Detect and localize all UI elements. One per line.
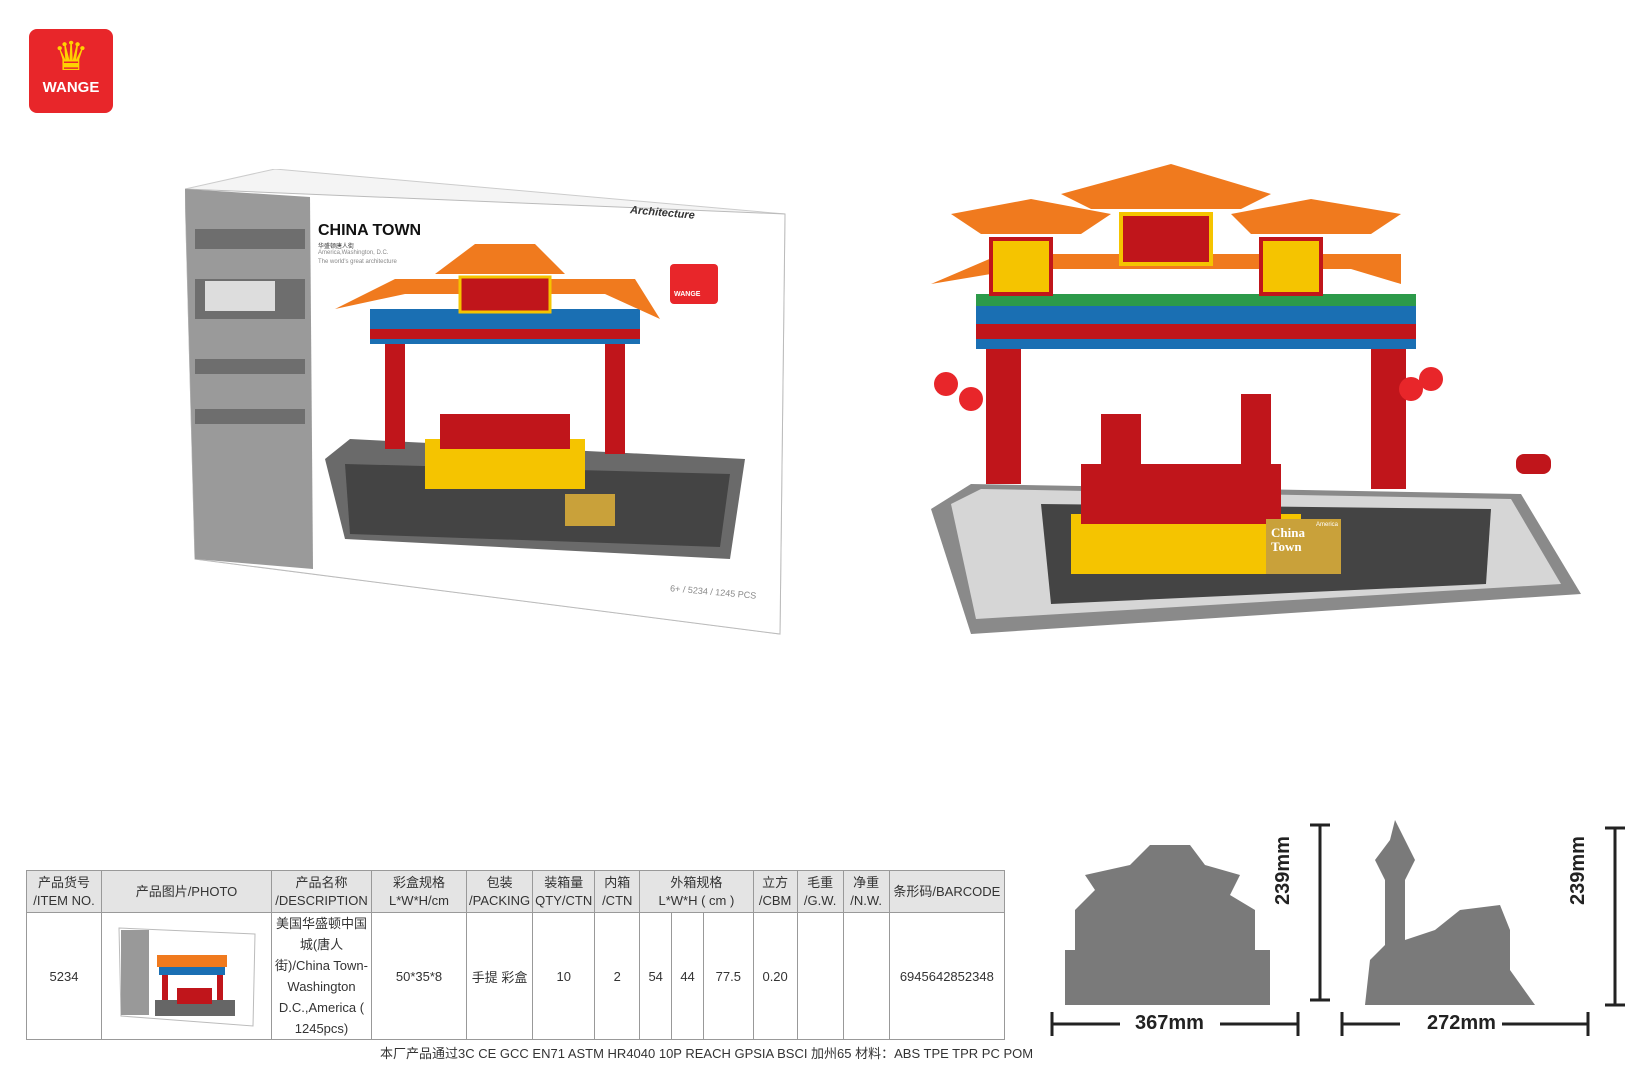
cell-cbm: 0.20 [752,912,798,1040]
header-cbm: 立方/CBM [752,870,798,913]
product-thumbnail [117,926,256,1027]
cell-nw [842,912,890,1040]
cell-item-no: 5234 [26,912,102,1040]
cell-barcode: 6945642852348 [888,912,1006,1040]
header-description: 产品名称/DESCRIPTION [271,870,372,913]
box-subtitle-cn: 华盛顿唐人街 [318,244,355,250]
dimension-diagram [1050,820,1625,1036]
cell-box-size: 50*35*8 [371,912,467,1040]
cell-photo [101,912,272,1040]
wange-logo: ♛ WANGE [29,29,113,113]
front-width-label: 367mm [1135,1012,1204,1034]
cell-description: 美国华盛顿中国城(唐人街)/China Town-Washington D.C.… [271,912,372,1040]
side-height-label: 239mm [1567,836,1589,905]
box-title: CHINA TOWN [318,222,422,239]
front-height-label: 239mm [1272,836,1294,905]
cell-outer-h: 77.5 [702,912,754,1040]
cell-outer-l: 54 [639,912,673,1040]
cell-gw [796,912,844,1040]
header-barcode: 条形码/BARCODE [888,870,1006,913]
box-tagline: The world's great architecture [318,259,397,265]
box-logo-text: WANGE [674,291,701,298]
crown-icon: ♛ [53,35,89,79]
table-header-row: 产品货号/ITEM NO. 产品图片/PHOTO 产品名称/DESCRIPTIO… [26,870,1006,913]
header-ctn: 内箱/CTN [594,870,641,913]
spec-table: 产品货号/ITEM NO. 产品图片/PHOTO 产品名称/DESCRIPTIO… [26,870,1006,1040]
cell-qty: 10 [532,912,596,1040]
product-box-image: CHINA TOWN 华盛顿唐人街 America,Washington, D.… [184,168,825,667]
cell-outer-w: 44 [671,912,704,1040]
model-sign-tag: America [1316,522,1339,528]
box-location: America,Washington, D.C. [318,250,389,256]
header-item-no: 产品货号/ITEM NO. [26,870,102,913]
header-gw: 毛重/G.W. [796,870,844,913]
side-width-label: 272mm [1427,1012,1496,1034]
cell-ctn: 2 [594,912,641,1040]
header-packing: 包装/PACKING [465,870,534,913]
certification-footer: 本厂产品通过3C CE GCC EN71 ASTM HR4040 10P REA… [380,1046,1034,1061]
header-nw: 净重/N.W. [842,870,890,913]
logo-text: WANGE [42,79,100,96]
table-row: 5234 美国华盛顿中国城(唐人街)/China Town-Washington… [26,912,1006,1040]
header-photo: 产品图片/PHOTO [101,870,272,913]
cell-packing: 手提 彩盒 [465,912,534,1040]
